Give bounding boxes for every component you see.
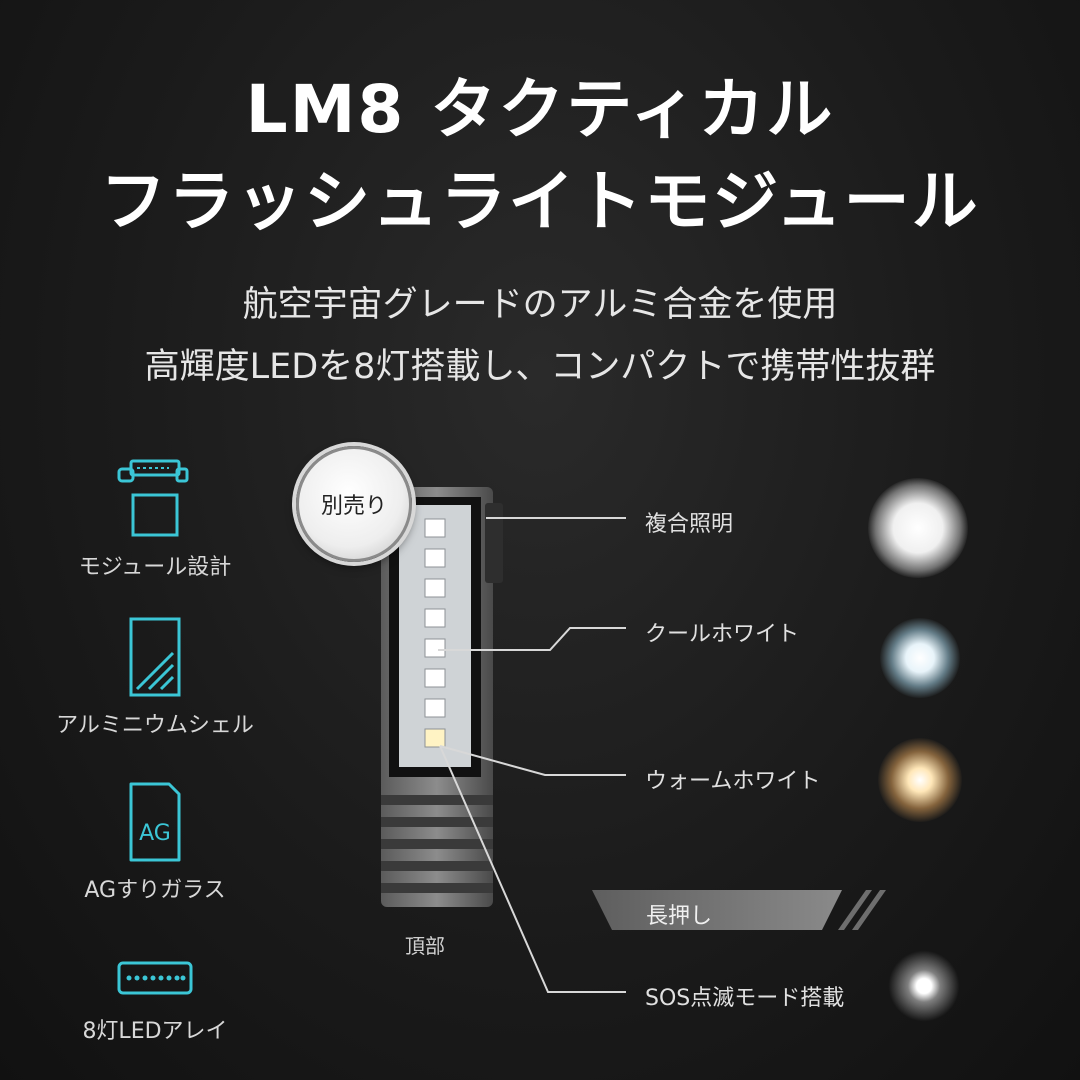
feature-aluminum-shell: アルミニウムシェル xyxy=(30,615,280,739)
callout-sos-mode: SOS点滅モード搭載 xyxy=(645,986,845,1011)
sos-light-glow xyxy=(886,948,962,1024)
long-press-label: 長押し xyxy=(646,904,713,929)
sold-separately-badge: 別売り xyxy=(296,446,412,562)
feature-label: 8灯LEDアレイ xyxy=(82,1019,228,1044)
ag-icon-text: AG xyxy=(139,821,171,846)
feature-led-array: 8灯LEDアレイ xyxy=(30,955,280,1045)
aluminum-shell-icon xyxy=(129,617,181,697)
feature-ag-glass: AG AGすりガラス xyxy=(30,780,280,904)
cool-white-glow xyxy=(880,618,960,698)
feature-label: AGすりガラス xyxy=(84,878,226,903)
title-line-2: フラッシュライトモジュール xyxy=(100,163,980,240)
callout-warm-white: ウォームホワイト xyxy=(645,769,821,794)
subtitle-line-1: 航空宇宙グレードのアルミ合金を使用 xyxy=(242,285,838,325)
led-array-icon xyxy=(117,961,193,995)
feature-modular: モジュール設計 xyxy=(30,455,280,581)
callout-composite-light: 複合照明 xyxy=(645,512,734,537)
composite-light-glow xyxy=(868,478,968,578)
callout-cool-white: クールホワイト xyxy=(645,622,800,647)
ag-glass-icon: AG xyxy=(129,782,181,862)
device-top-label: 頂部 xyxy=(405,934,445,958)
warm-white-glow xyxy=(878,738,962,822)
feature-label: アルミニウムシェル xyxy=(56,713,254,738)
title-line-1: LM8 タクティカル xyxy=(245,71,835,148)
subtitle-line-2: 高輝度LEDを8灯搭載し、コンパクトで携帯性抜群 xyxy=(144,347,936,387)
feature-label: モジュール設計 xyxy=(78,555,232,580)
long-press-banner xyxy=(592,890,842,930)
modular-icon xyxy=(117,459,189,537)
